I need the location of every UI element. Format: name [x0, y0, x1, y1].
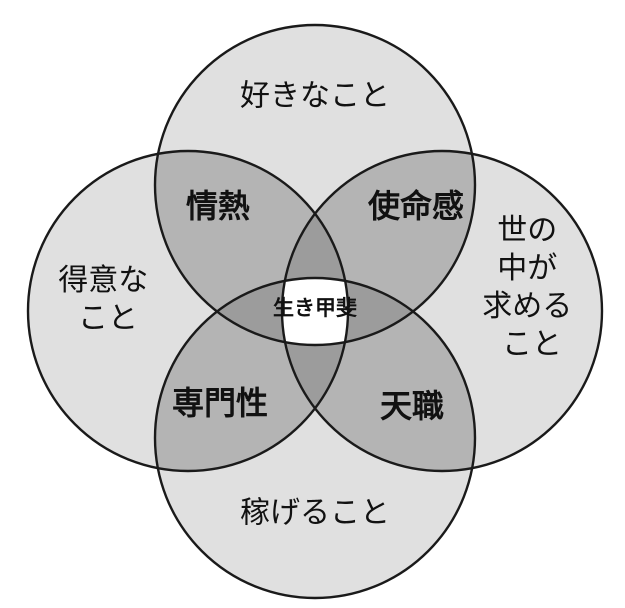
label-left-line-2: こと	[78, 301, 138, 336]
circle-top-outline	[153, 23, 477, 347]
label-passion: 情熱	[186, 187, 250, 225]
label-right-line-3: 求める	[482, 289, 572, 324]
label-vocation: 天職	[380, 387, 444, 425]
label-bottom-circle: 稼げること	[240, 496, 390, 531]
label-top-circle: 好きなこと	[240, 79, 390, 114]
circle-outlines	[26, 23, 604, 600]
label-left-line-1: 得意な	[58, 263, 148, 298]
label-right-line-2: 中が	[497, 251, 557, 286]
label-right-line-1: 世の	[497, 213, 557, 248]
outer-labels: 好きなこと 稼げること 得意な こと 世の 中が 求める こと	[58, 79, 582, 531]
circle-right-outline	[280, 149, 604, 473]
label-ikigai: 生き甲斐	[273, 296, 357, 320]
label-left-circle: 得意な こと	[58, 263, 158, 336]
label-mission: 使命感	[367, 187, 464, 225]
label-profession: 専門性	[172, 384, 268, 422]
label-right-circle: 世の 中が 求める こと	[482, 213, 582, 362]
circle-bottom-outline	[153, 276, 477, 600]
intersection-labels: 情熱 使命感 専門性 天職	[172, 187, 464, 425]
label-right-line-4: こと	[502, 327, 562, 362]
circle-left-outline	[26, 149, 350, 473]
